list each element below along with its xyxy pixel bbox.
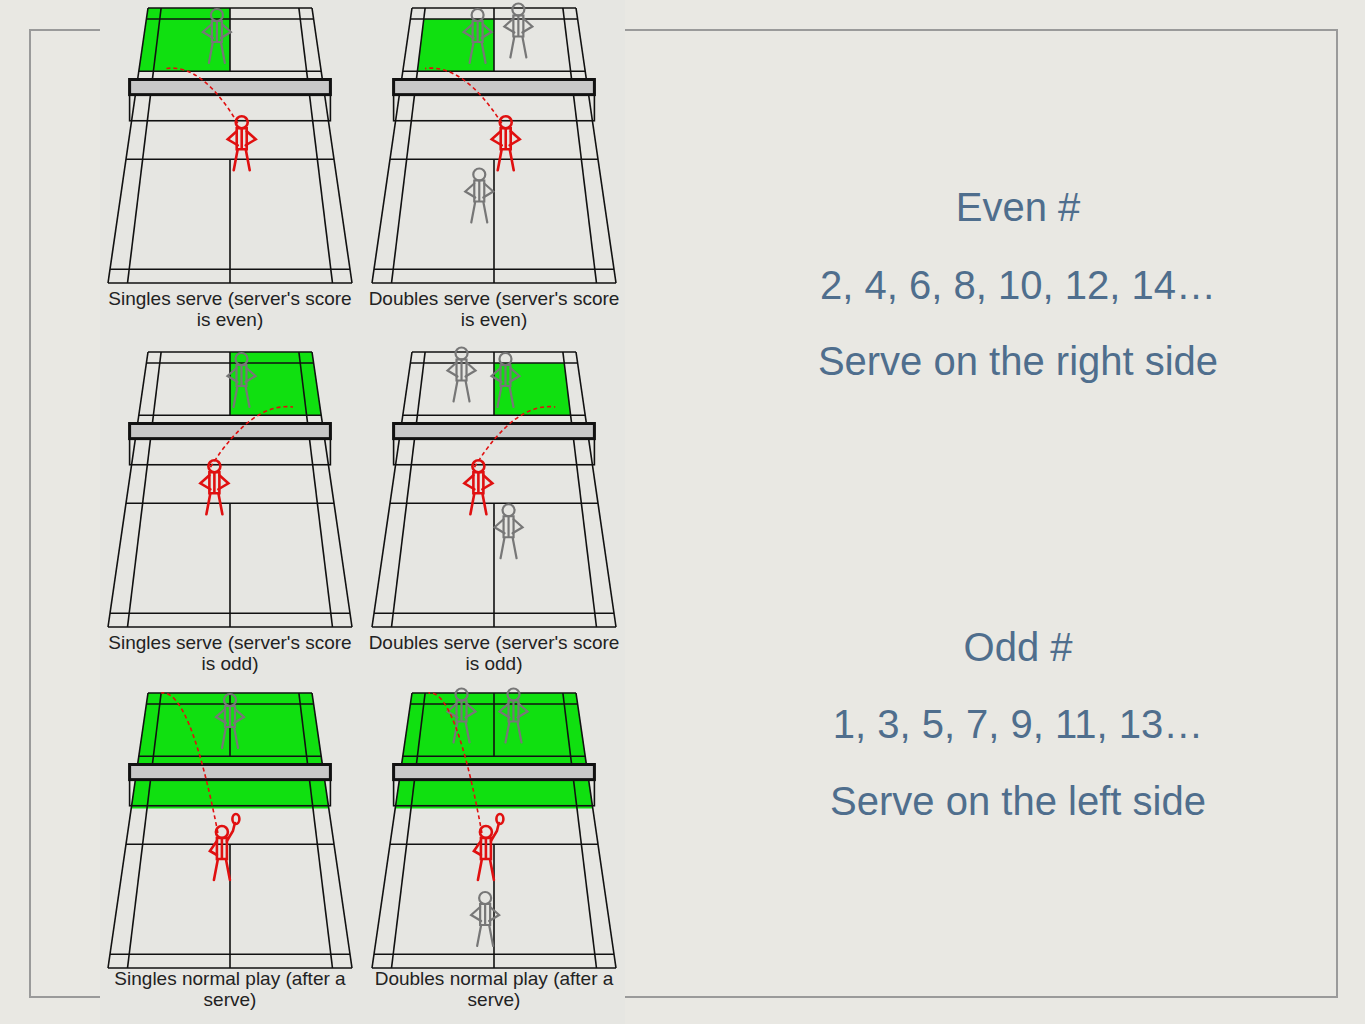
player-figure — [216, 694, 244, 748]
shuttle-path — [474, 407, 555, 468]
player-figure — [200, 460, 228, 514]
court-caption: Doubles serve (server's score is odd) — [366, 632, 622, 674]
badminton-court — [372, 689, 616, 969]
badminton-court — [108, 8, 352, 283]
court-caption: Doubles normal play (after a serve) — [366, 968, 622, 1010]
badminton-court — [372, 4, 616, 284]
badminton-court — [108, 693, 352, 968]
rule-text: Even # — [718, 184, 1318, 230]
shuttle-path — [210, 407, 293, 468]
rule-text: 2, 4, 6, 8, 10, 12, 14… — [718, 262, 1318, 308]
rule-text: Odd # — [718, 624, 1318, 670]
image-ground — [100, 0, 625, 1024]
player-figure — [471, 892, 499, 946]
badminton-court — [372, 348, 616, 628]
shuttle-path — [166, 68, 237, 123]
player-figure — [465, 169, 493, 223]
player-figure — [492, 116, 520, 170]
player-figure — [474, 814, 504, 880]
rule-text: Serve on the right side — [718, 338, 1318, 384]
player-figure — [495, 504, 523, 558]
rule-text: 1, 3, 5, 7, 9, 11, 13… — [718, 701, 1318, 747]
player-figure — [228, 116, 256, 170]
court-caption: Singles serve (server's score is even) — [102, 288, 358, 330]
player-figure — [491, 353, 519, 407]
rule-text: Serve on the left side — [718, 778, 1318, 824]
shuttle-path — [428, 693, 482, 833]
player-figure — [464, 9, 492, 63]
court-caption: Singles serve (server's score is odd) — [102, 632, 358, 674]
player-figure — [448, 348, 476, 402]
player-figure — [203, 9, 231, 63]
badminton-court — [108, 352, 352, 627]
player-figure — [504, 4, 532, 58]
court-caption: Singles normal play (after a serve) — [102, 968, 358, 1010]
player-figure — [210, 814, 240, 880]
shuttle-path — [161, 693, 218, 833]
player-figure — [227, 353, 255, 407]
player-figure — [464, 460, 492, 514]
court-caption: Doubles serve (server's score is even) — [366, 288, 622, 330]
player-figure — [499, 689, 527, 743]
shuttle-path — [425, 68, 502, 123]
